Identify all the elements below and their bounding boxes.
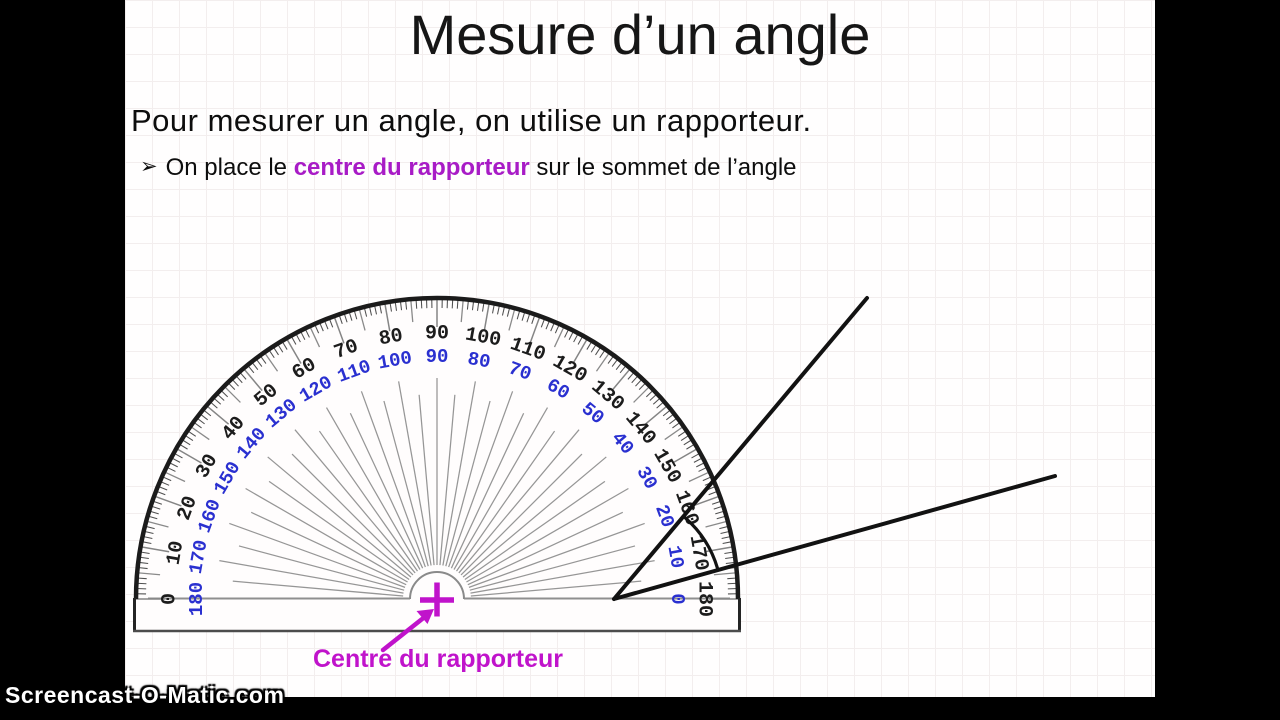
intro-text: Pour mesurer un angle, on utilise un rap… (131, 103, 812, 138)
bullet-text-pre: On place le (165, 154, 294, 181)
bullet-text-post: sur le sommet de l’angle (529, 154, 797, 181)
letterbox-right (1155, 0, 1280, 720)
bullet-arrow-icon: ➢ (140, 155, 158, 178)
bullet-line: ➢ On place le centre du rapporteur sur le… (140, 154, 797, 182)
watermark: Screencast-O-Matic.com (5, 682, 285, 708)
page-title: Mesure d’un angle (409, 3, 871, 66)
letterbox-bottom (0, 697, 1280, 720)
center-label: Centre du rapporteur (312, 645, 564, 673)
bullet-text-highlight: centre du rapporteur (293, 154, 530, 181)
letterbox-left (0, 0, 125, 720)
